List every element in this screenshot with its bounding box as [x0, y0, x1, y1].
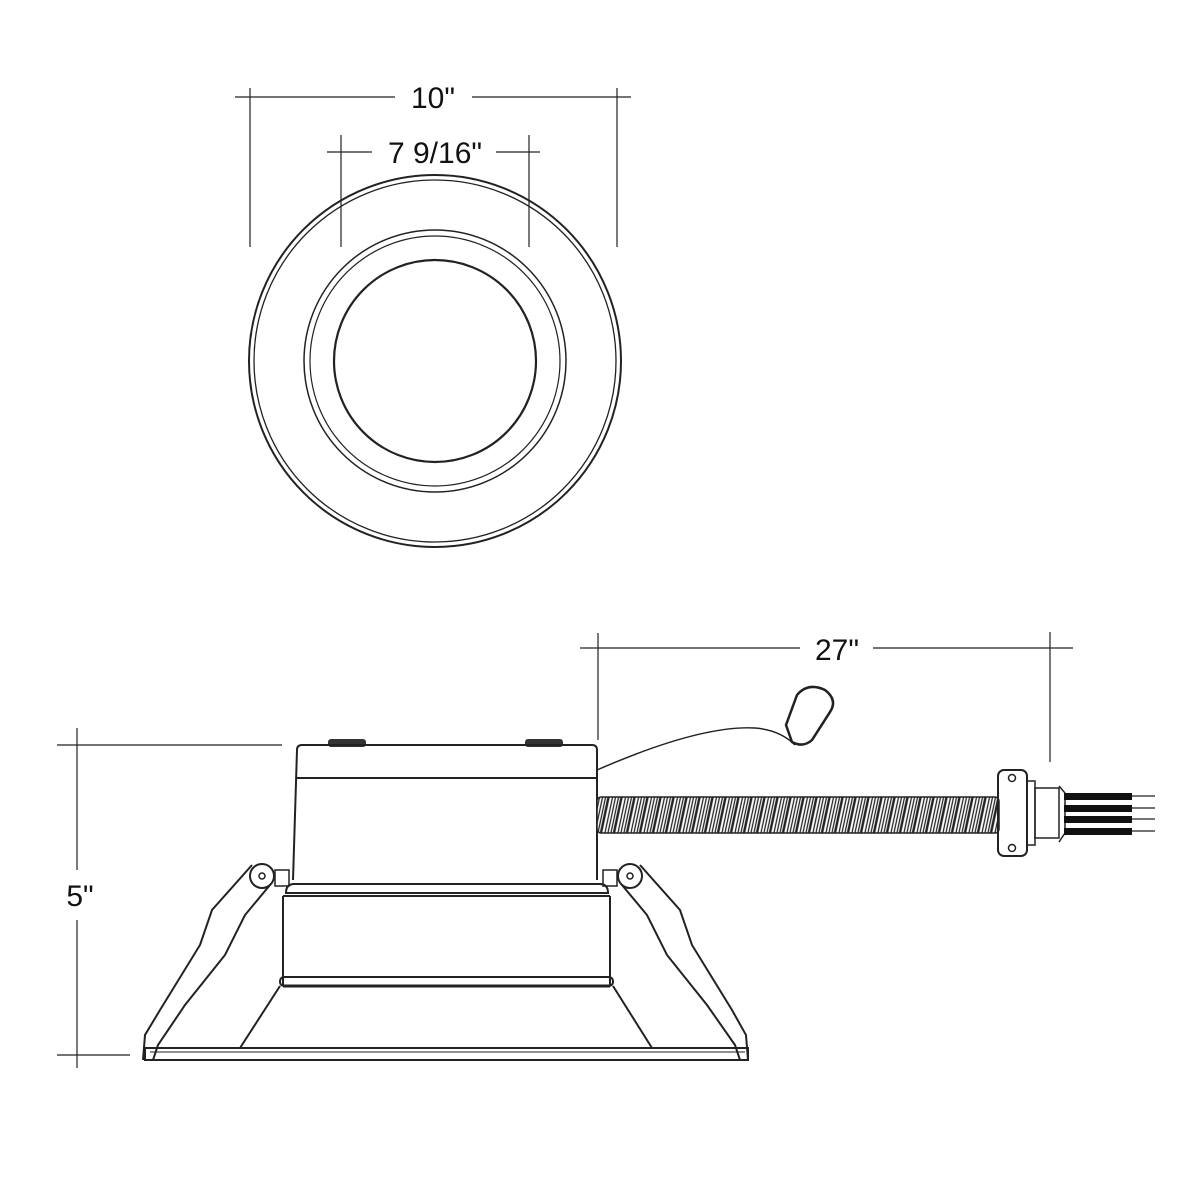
reflector-ring-inner [309, 235, 561, 487]
whip-length-dimension: 27" [580, 632, 1073, 762]
cutout-diameter-label: 7 9/16" [388, 137, 482, 170]
overall-diameter-label: 10" [411, 82, 455, 115]
collar [279, 883, 614, 988]
flexible-conduit [596, 796, 1000, 834]
reflector-ring-outer [303, 229, 567, 493]
trim-inner-edge [253, 179, 617, 543]
cutout-diameter-dimension: 7 9/16" [327, 135, 540, 247]
overall-diameter-dimension: 10" [235, 82, 631, 247]
lead-wires [1064, 793, 1155, 835]
whip-length-label: 27" [815, 634, 859, 667]
lens [332, 258, 538, 464]
height-dimension: 5" [57, 728, 282, 1068]
carabiner-icon [784, 685, 835, 746]
trim-outer-edge [248, 174, 622, 548]
conduit-connector [997, 769, 1066, 857]
right-spring-clip [602, 863, 749, 1061]
side-view: 5" 27" [57, 632, 1155, 1068]
left-spring-clip [142, 863, 290, 1061]
top-view: 10" 7 9/16" [235, 82, 631, 548]
safety-cable [596, 685, 835, 771]
height-label: 5" [66, 880, 93, 913]
trim-flange [144, 985, 749, 1061]
driver-housing [292, 739, 598, 881]
